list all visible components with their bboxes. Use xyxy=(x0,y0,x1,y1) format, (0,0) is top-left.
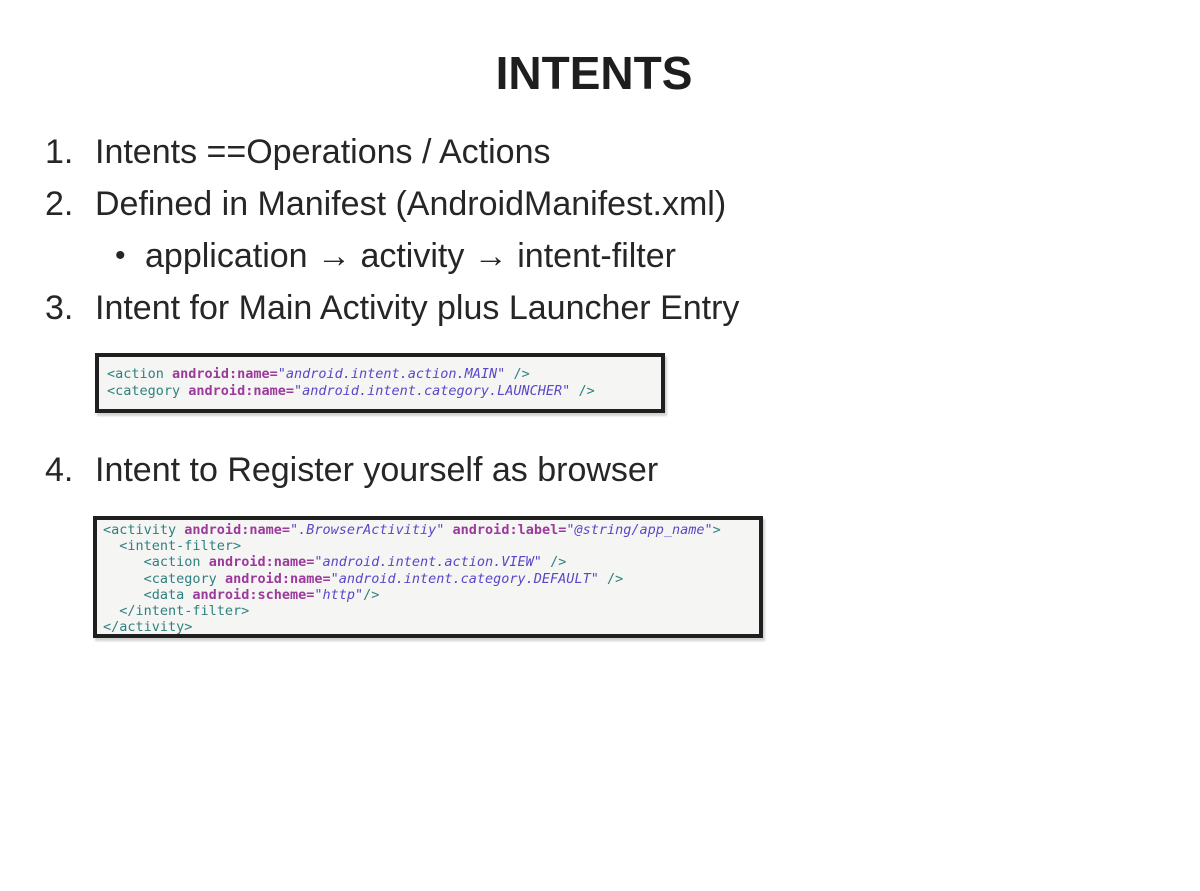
list-item-bullet: • application → activity → intent-filter xyxy=(0,230,1200,282)
list-item-marker: 1. xyxy=(45,133,74,171)
code-line: <activity android:name=".BrowserActiviti… xyxy=(103,522,721,538)
list-item: 2. Defined in Manifest (AndroidManifest.… xyxy=(0,178,1200,230)
list-item-marker: 4. xyxy=(45,451,74,489)
list-item-text: Defined in Manifest (AndroidManifest.xml… xyxy=(95,185,727,223)
list-item: 4. Intent to Register yourself as browse… xyxy=(0,444,1200,496)
code-line: <action android:name="android.intent.act… xyxy=(143,554,567,571)
code-line: <category android:name="android.intent.c… xyxy=(107,383,595,399)
list-item: 1. Intents ==Operations / Actions xyxy=(0,126,1200,178)
code-block-browser-intent: <activity android:name=".BrowserActiviti… xyxy=(93,516,763,638)
list-item-text: Intent for Main Activity plus Launcher E… xyxy=(95,289,740,327)
page-title: INTENTS xyxy=(495,47,693,99)
code-line: <data android:scheme="http"/> xyxy=(143,586,380,603)
code-line: </activity> xyxy=(103,619,193,636)
code-line: <intent-filter> xyxy=(119,538,242,555)
list-item-text: application → activity → intent-filter xyxy=(145,237,676,275)
code-line: </intent-filter> xyxy=(119,603,250,620)
list-item-text: Intents ==Operations / Actions xyxy=(95,133,551,171)
list-item: 3. Intent for Main Activity plus Launche… xyxy=(0,282,1200,334)
code-line: <action android:name="android.intent.act… xyxy=(107,366,530,382)
code-block-launcher-intent: <action android:name="android.intent.act… xyxy=(95,353,665,413)
bullet-icon: • xyxy=(115,239,126,272)
code-line: <category android:name="android.intent.c… xyxy=(143,570,624,587)
list-item-marker: 2. xyxy=(45,185,74,223)
list-item-marker: 3. xyxy=(45,289,74,327)
list-item-text: Intent to Register yourself as browser xyxy=(95,451,659,489)
